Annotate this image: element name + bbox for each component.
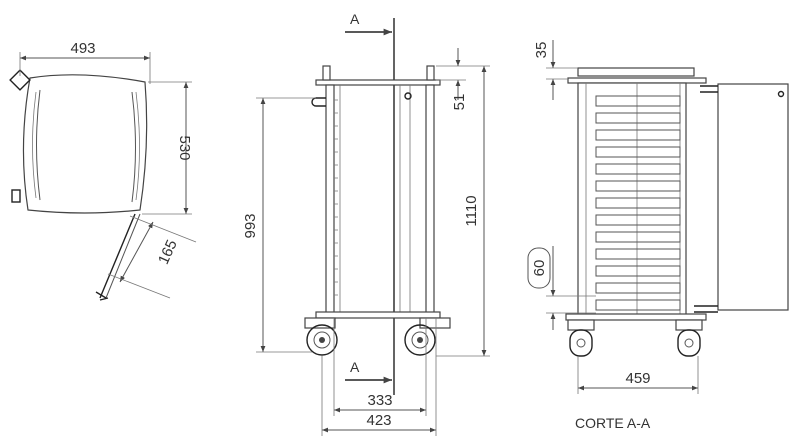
- top-view-inner-right-2: [135, 91, 140, 201]
- bottom-rail: [315, 311, 441, 319]
- dim-993: 993: [242, 213, 259, 238]
- dim-459: 459: [625, 370, 650, 387]
- top-view-inner-right: [131, 91, 136, 203]
- dim-35: 35: [533, 42, 550, 59]
- dim-530: 530: [176, 135, 193, 160]
- dim-493: 493: [70, 40, 95, 57]
- top-rail: [315, 79, 441, 86]
- dim-60-bubble: [527, 247, 551, 289]
- wheel-left-icon: [304, 317, 338, 356]
- section-top-plate: [577, 67, 695, 77]
- handle-icon: [9, 69, 31, 91]
- door-line-2: [105, 213, 141, 299]
- section-trays: [595, 95, 681, 311]
- post-cap-left: [322, 65, 331, 81]
- door-hinge-icon: [95, 291, 109, 301]
- dim-1110: 1110: [463, 195, 480, 226]
- side-handle: [311, 97, 326, 107]
- section-bottom-rail: [565, 313, 707, 321]
- section-mark-bottom: A: [350, 359, 360, 375]
- post-right: [425, 84, 435, 316]
- door-latch-icon: [777, 90, 785, 98]
- post-cap-right: [426, 65, 435, 81]
- post-left: [325, 84, 335, 316]
- top-view-clip: [11, 189, 21, 203]
- section-mark-top: A: [350, 11, 360, 27]
- dim-60: 60: [531, 260, 548, 277]
- front-view: A A: [242, 11, 490, 436]
- top-view: 493 530 165: [9, 40, 197, 301]
- lock-icon: [404, 92, 412, 100]
- dim-333: 333: [367, 392, 392, 409]
- section-view: 35 60 459 CORTE A-A: [527, 40, 789, 431]
- dim-51: 51: [451, 94, 468, 111]
- section-wheel-left-icon: [567, 319, 595, 357]
- top-view-inner-left-2: [32, 91, 37, 199]
- tray-slides-left: [334, 99, 338, 296]
- top-view-inner-left: [36, 89, 41, 201]
- door-hinge-top-icon: [700, 85, 718, 93]
- section-top-rail: [567, 77, 707, 84]
- door-line: [99, 213, 136, 299]
- wheel-right-icon: [404, 317, 451, 356]
- section-frame: [577, 82, 687, 316]
- section-wheel-right-icon: [675, 319, 703, 357]
- top-view-outline: [22, 74, 148, 214]
- section-door: [717, 83, 789, 311]
- dim-165: 165: [155, 237, 181, 267]
- dim-423: 423: [366, 412, 391, 429]
- section-title: CORTE A-A: [575, 415, 651, 431]
- door-hinge-bottom-icon: [694, 305, 718, 313]
